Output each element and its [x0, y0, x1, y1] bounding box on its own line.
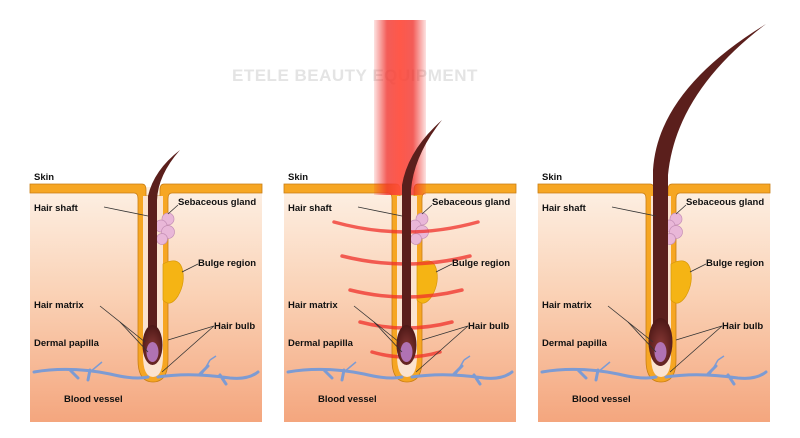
label-hair-matrix: Hair matrix [542, 300, 592, 311]
label-hair-matrix: Hair matrix [288, 300, 338, 311]
blood-vessel [286, 364, 514, 386]
leader-hair-shaft [611, 206, 657, 217]
label-bulge-region: Bulge region [452, 258, 510, 269]
leader-bulge [181, 263, 199, 273]
leader-sebaceous [675, 204, 687, 215]
blood-vessel-branch [597, 355, 725, 375]
dermal-papilla [146, 342, 159, 362]
label-dermal-papilla: Dermal papilla [34, 338, 100, 349]
panel-laser: Skin Hair shaft Sebaceous gland Bulge re… [283, 20, 517, 422]
label-skin: Skin [288, 172, 308, 183]
hair-shaft [402, 120, 442, 360]
watermark: ETELE BEAUTY EQUIPMENT [232, 66, 478, 85]
label-hair-bulb: Hair bulb [722, 321, 763, 332]
leader-hair-shaft [357, 206, 403, 217]
dermal-papilla [400, 342, 413, 362]
label-hair-shaft: Hair shaft [34, 203, 79, 214]
leader-matrix [99, 305, 146, 343]
leader-matrix [607, 305, 654, 343]
blood-vessel-branch [343, 355, 471, 375]
label-hair-shaft: Hair shaft [542, 203, 587, 214]
leader-bulb [669, 325, 723, 373]
label-dermal-papilla: Dermal papilla [542, 338, 608, 349]
leader-sebaceous [421, 204, 433, 215]
label-bulge-region: Bulge region [198, 258, 256, 269]
bulge-region [670, 260, 692, 304]
label-sebaceous-gland: Sebaceous gland [178, 197, 256, 208]
blood-vessel [32, 364, 260, 386]
dermal-papilla [654, 342, 667, 362]
panel-before: Skin Hair shaft Sebaceous gland Bulge re… [29, 150, 263, 422]
sebaceous-gland [154, 212, 175, 245]
label-blood-vessel: Blood vessel [318, 394, 377, 405]
label-sebaceous-gland: Sebaceous gland [432, 197, 510, 208]
label-hair-bulb: Hair bulb [214, 321, 255, 332]
hair-shaft [653, 24, 766, 360]
laser-beam [374, 20, 426, 195]
label-dermal-papilla: Dermal papilla [288, 338, 354, 349]
leader-bulge [689, 263, 707, 273]
leader-papilla [373, 321, 403, 353]
label-bulge-region: Bulge region [706, 258, 764, 269]
leader-sebaceous [167, 204, 179, 215]
label-skin: Skin [34, 172, 54, 183]
leader-bulge [435, 263, 453, 273]
leader-papilla [627, 321, 657, 353]
label-blood-vessel: Blood vessel [64, 394, 123, 405]
label-hair-bulb: Hair bulb [468, 321, 509, 332]
leader-bulb [161, 325, 215, 373]
leader-bulb [415, 325, 469, 373]
bulge-region [416, 260, 438, 304]
blood-vessel-branch [89, 355, 217, 375]
label-hair-matrix: Hair matrix [34, 300, 84, 311]
blood-vessel [540, 364, 768, 386]
label-blood-vessel: Blood vessel [572, 394, 631, 405]
hair-shaft [148, 150, 180, 360]
leader-papilla [119, 321, 149, 353]
bulge-region [162, 260, 184, 304]
panel-regrowth: Skin Hair shaft Sebaceous gland Bulge re… [537, 24, 771, 422]
label-sebaceous-gland: Sebaceous gland [686, 197, 764, 208]
label-hair-shaft: Hair shaft [288, 203, 333, 214]
label-skin: Skin [542, 172, 562, 183]
leader-matrix [353, 305, 400, 343]
leader-hair-shaft [103, 206, 149, 217]
